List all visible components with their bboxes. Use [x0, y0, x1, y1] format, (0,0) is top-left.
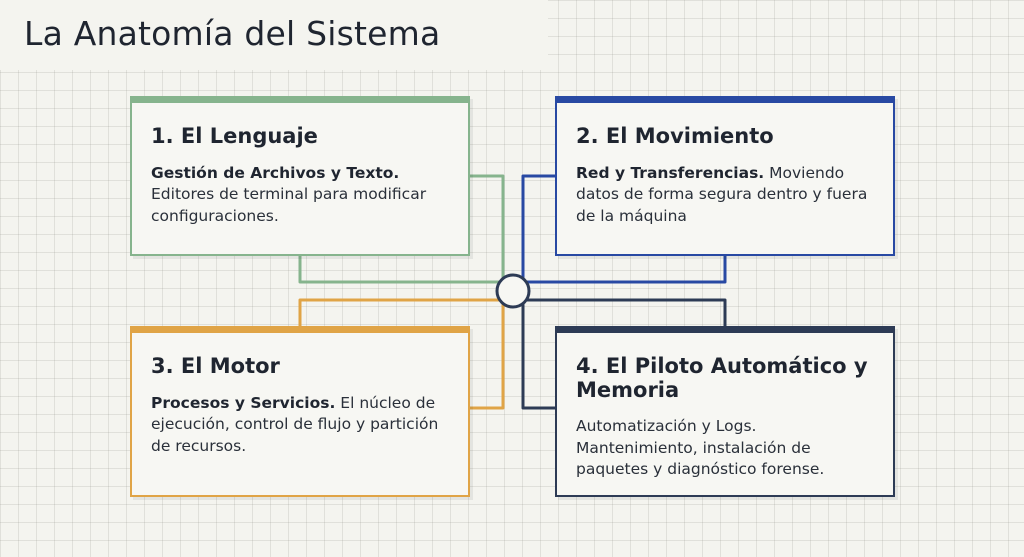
title-band: [0, 0, 548, 70]
card-text: Moviendo datos de forma segura dentro y …: [576, 163, 868, 225]
card-autopilot: 4. El Piloto Automático y Memoria Automa…: [555, 326, 895, 497]
card-engine: 3. El Motor Procesos y Servicios. El núc…: [130, 326, 470, 497]
card-title: 2. El Movimiento: [576, 124, 774, 148]
card-text: El núcleo de ejecución, control de flujo…: [151, 393, 439, 455]
card-lead: Gestión de Archivos y Texto.: [151, 163, 400, 182]
card-title: 4. El Piloto Automático y Memoria: [576, 354, 868, 402]
card-movement: 2. El Movimiento Red y Transferencias. M…: [555, 96, 895, 256]
card-lead: Procesos y Servicios.: [151, 393, 336, 412]
card-title: 1. El Lenguaje: [151, 124, 318, 148]
card-text: Editores de terminal para modificar conf…: [151, 185, 427, 225]
card-title: 3. El Motor: [151, 354, 280, 378]
page-title: La Anatomía del Sistema: [24, 14, 441, 53]
hub-node: [495, 273, 531, 309]
card-body: Procesos y Servicios. El núcleo de ejecu…: [151, 393, 448, 458]
card-body: Red y Transferencias. Moviendo datos de …: [576, 163, 873, 228]
card-language: 1. El Lenguaje Gestión de Archivos y Tex…: [130, 96, 470, 256]
card-body: Gestión de Archivos y Texto. Editores de…: [151, 163, 448, 228]
card-body: Automatización y Logs. Mantenimiento, in…: [576, 416, 873, 481]
card-lead: Red y Transferencias.: [576, 163, 765, 182]
card-text: Automatización y Logs. Mantenimiento, in…: [576, 417, 825, 479]
